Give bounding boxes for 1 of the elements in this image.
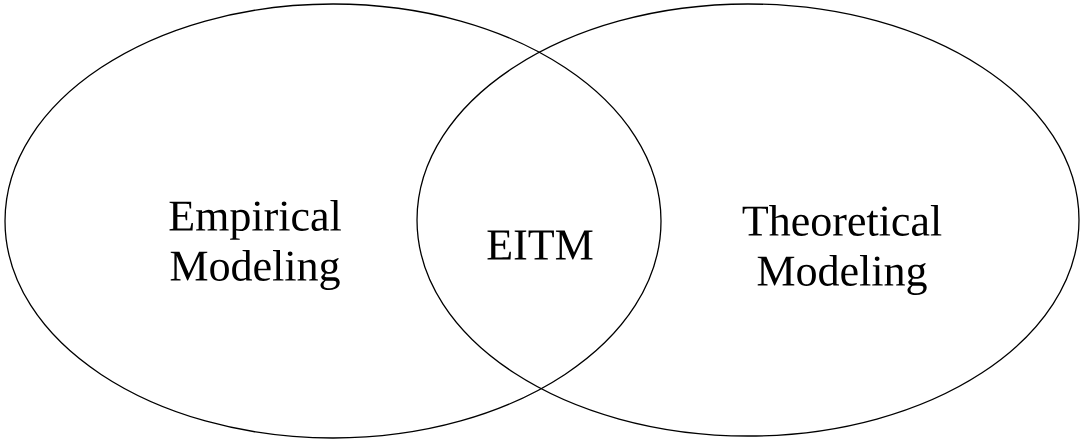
overlap-label: EITM: [487, 230, 593, 260]
